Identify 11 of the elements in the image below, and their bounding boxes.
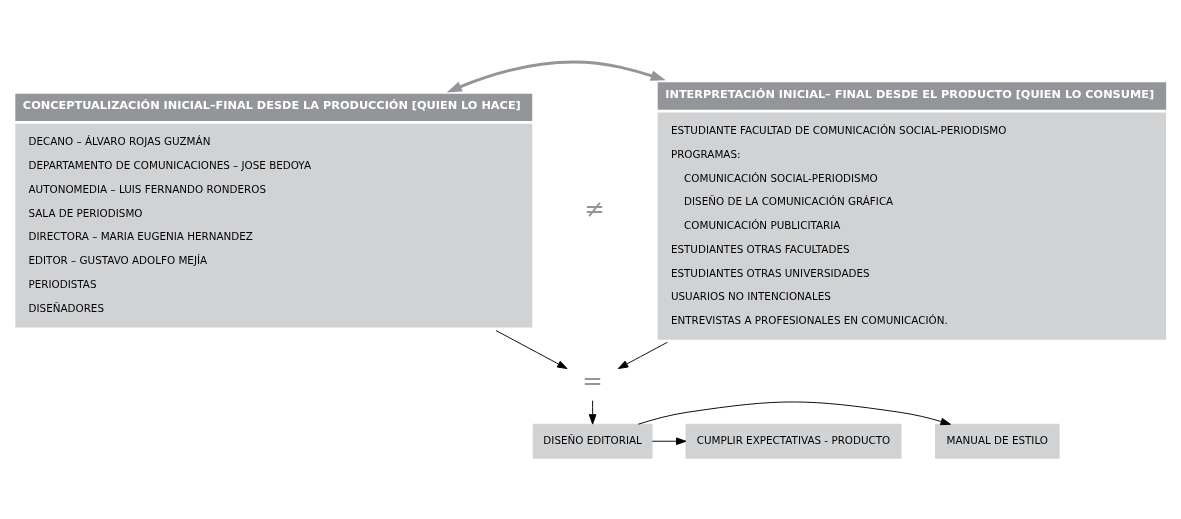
arrow: [495, 329, 568, 369]
node-box: DISEÑO EDITORIAL: [532, 423, 653, 459]
arrow: [637, 400, 951, 425]
arrow: [651, 436, 687, 445]
arrow: [617, 341, 668, 369]
label: ≠: [584, 193, 605, 223]
node-box: MANUAL DE ESTILO: [935, 423, 1060, 459]
arrow: [446, 60, 666, 92]
node-box: CUMPLIR EXPECTATIVAS - PRODUCTO: [685, 423, 902, 459]
arrow: [588, 399, 597, 425]
node-text: =: [582, 365, 603, 395]
